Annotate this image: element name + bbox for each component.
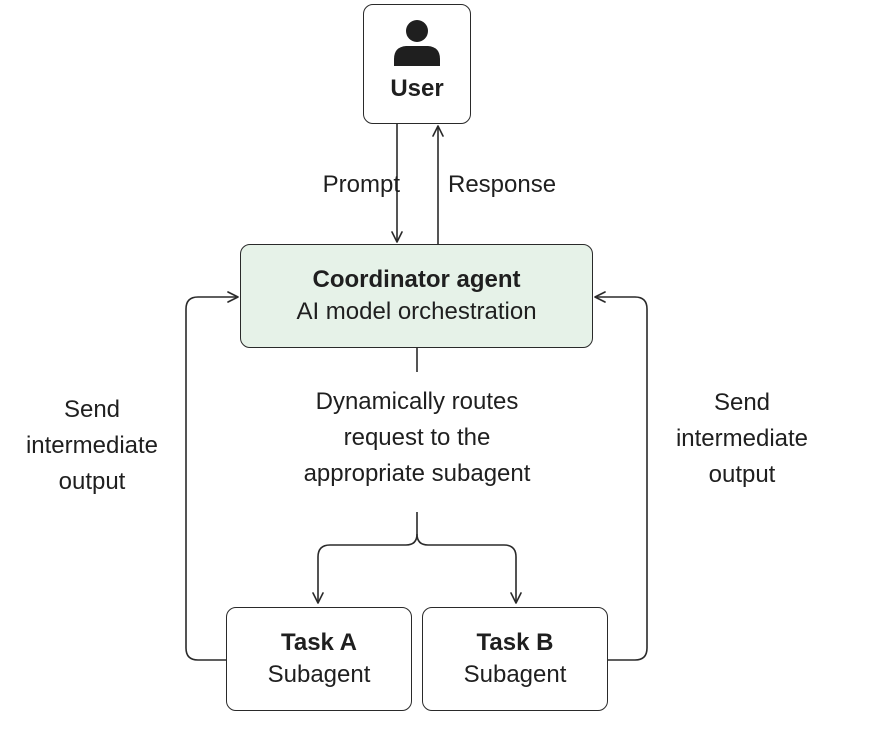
coordinator-node: Coordinator agent AI model orchestration	[240, 244, 593, 348]
person-icon	[394, 20, 440, 66]
feedback-right-arrow	[594, 291, 648, 661]
task-b-title: Task B	[476, 629, 554, 656]
user-label: User	[390, 75, 444, 102]
route-brace-right	[416, 533, 522, 604]
task-a-node: Task A Subagent	[226, 607, 412, 711]
task-b-node: Task B Subagent	[422, 607, 608, 711]
coordinator-subtitle: AI model orchestration	[296, 298, 537, 325]
route-brace	[312, 512, 418, 604]
task-b-subtitle: Subagent	[463, 661, 567, 688]
coordinator-title: Coordinator agent	[312, 266, 521, 293]
prompt-label: Prompt	[322, 171, 400, 198]
user-node: User	[363, 4, 471, 124]
task-a-subtitle: Subagent	[267, 661, 371, 688]
task-a-title: Task A	[280, 629, 358, 656]
send-output-right-label: Send intermediate output	[675, 389, 809, 488]
response-label: Response	[448, 171, 557, 198]
feedback-left-arrow	[185, 291, 239, 661]
route-label: Dynamically routes request to the approp…	[303, 388, 531, 487]
send-output-left-label: Send intermediate output	[25, 396, 159, 495]
